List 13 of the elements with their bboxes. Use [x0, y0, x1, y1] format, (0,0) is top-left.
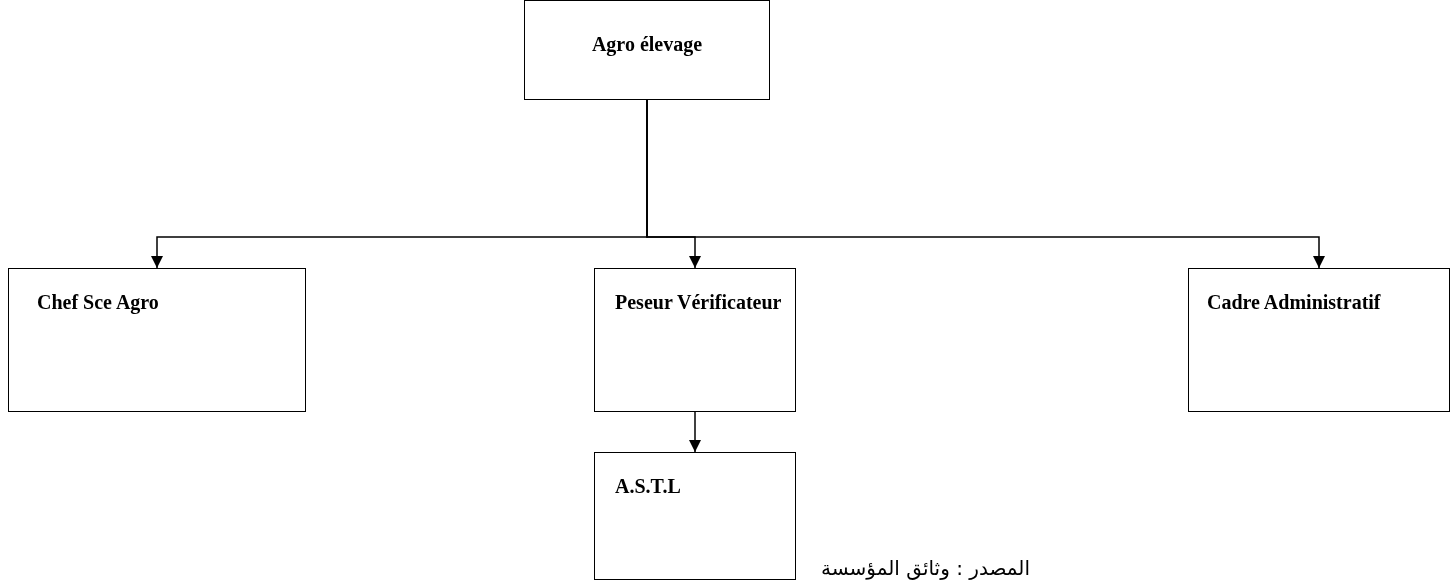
- source-note: المصدر : وثائق المؤسسة: [821, 556, 1030, 580]
- org-box: [1188, 268, 1450, 412]
- box-text: Cadre Administratif: [1207, 290, 1382, 315]
- arrow: [646, 99, 1325, 269]
- box-text: Chef Sce Agro: [37, 290, 160, 316]
- box-text: Agro élevage: [590, 32, 704, 58]
- org-box: [594, 452, 796, 580]
- arrow: [689, 411, 701, 453]
- box-text: A.S.T.L: [615, 474, 682, 499]
- org-box: [524, 0, 770, 100]
- box-text: Peseur Vérificateur: [615, 290, 783, 315]
- org-box: [8, 268, 306, 412]
- org-box: [594, 268, 796, 412]
